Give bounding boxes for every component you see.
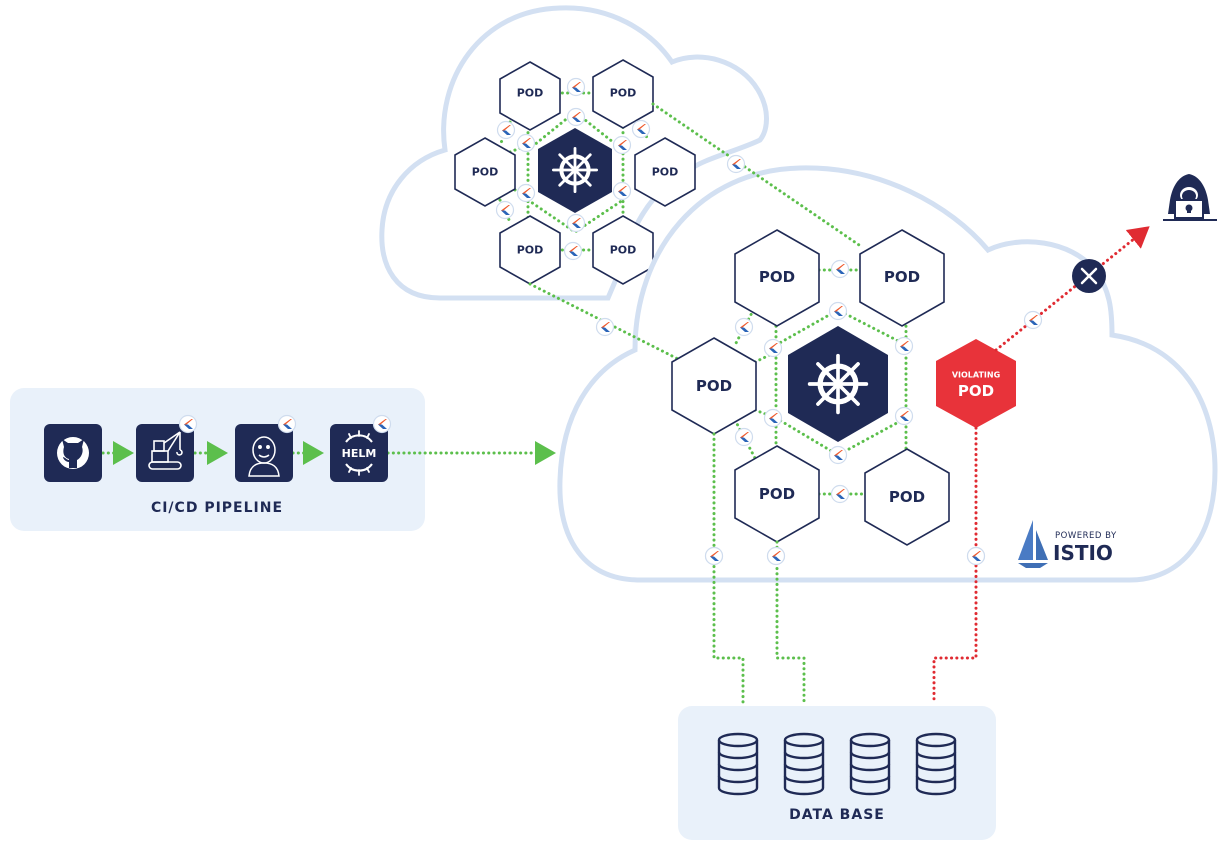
svg-text:POD: POD bbox=[958, 382, 994, 400]
svg-text:POD: POD bbox=[884, 268, 920, 286]
svg-text:POD: POD bbox=[696, 377, 732, 395]
svg-text:ISTIO: ISTIO bbox=[1053, 541, 1113, 565]
svg-text:POD: POD bbox=[889, 488, 925, 506]
kubernetes-wheel-icon bbox=[807, 353, 869, 415]
database-title: DATA BASE bbox=[789, 807, 885, 823]
database-icon bbox=[783, 732, 825, 796]
database-icon bbox=[849, 732, 891, 796]
link-back-to-front-top bbox=[651, 102, 864, 249]
front-pod: POD bbox=[859, 229, 945, 327]
svg-text:POD: POD bbox=[652, 166, 679, 179]
jenkins-icon bbox=[248, 436, 280, 477]
back-pod-partial: POD bbox=[592, 215, 654, 285]
sidecar-badge-icon bbox=[277, 414, 297, 434]
back-kubernetes-master bbox=[538, 128, 612, 213]
svg-text:POD: POD bbox=[759, 268, 795, 286]
istio-logo: POWERED BY ISTIO bbox=[1018, 520, 1117, 568]
helm-stage[interactable]: HELM bbox=[330, 414, 392, 483]
svg-text:POD: POD bbox=[472, 166, 499, 179]
helm-icon: HELM bbox=[342, 430, 377, 476]
front-pod: POD bbox=[734, 445, 820, 543]
back-pod: POD bbox=[454, 137, 516, 207]
crane-icon bbox=[148, 431, 183, 470]
blocked-egress-path bbox=[994, 226, 1150, 352]
database-panel: DATA BASE bbox=[678, 706, 996, 840]
cicd-pipeline-title: CI/CD PIPELINE bbox=[151, 500, 283, 516]
svg-text:POD: POD bbox=[759, 485, 795, 503]
svg-text:POD: POD bbox=[517, 244, 544, 257]
front-pod: POD bbox=[671, 337, 757, 435]
github-icon bbox=[57, 437, 89, 469]
db-link bbox=[712, 432, 745, 704]
database-icon bbox=[717, 732, 759, 796]
kubernetes-wheel-icon bbox=[551, 146, 599, 194]
back-cloud-cluster: POD POD POD POD POD POD bbox=[379, 5, 769, 301]
front-pod: POD bbox=[734, 229, 820, 327]
svg-text:HELM: HELM bbox=[342, 447, 377, 460]
svg-text:POD: POD bbox=[610, 87, 637, 100]
svg-text:POD: POD bbox=[610, 244, 637, 257]
back-pod: POD bbox=[499, 61, 561, 131]
sidecar-badge-icon bbox=[178, 414, 198, 434]
svg-text:POWERED BY: POWERED BY bbox=[1055, 531, 1117, 541]
front-pod: POD bbox=[864, 448, 950, 546]
violating-pod: VIOLATING POD bbox=[936, 339, 1016, 428]
database-icons bbox=[717, 732, 957, 796]
back-pod-partial: POD bbox=[634, 137, 696, 207]
cicd-pipeline-panel: HELM CI/CD PIPELINE bbox=[10, 388, 556, 531]
svg-text:VIOLATING: VIOLATING bbox=[952, 371, 1000, 380]
jenkins-stage[interactable] bbox=[235, 414, 297, 483]
back-pod: POD bbox=[499, 215, 561, 285]
blocked-x-icon bbox=[1072, 259, 1106, 293]
sidecar-badge-icon bbox=[372, 414, 392, 434]
front-cloud-cluster: POD POD POD POD POD VIOLATING POD bbox=[528, 102, 1218, 583]
crane-stage[interactable] bbox=[136, 414, 198, 483]
back-pod: POD bbox=[592, 59, 654, 129]
hacker-icon bbox=[1163, 174, 1217, 221]
front-kubernetes-master bbox=[788, 326, 888, 442]
svg-text:POD: POD bbox=[517, 87, 544, 100]
db-link bbox=[775, 540, 806, 704]
database-icon bbox=[915, 732, 957, 796]
github-stage[interactable] bbox=[44, 424, 102, 482]
